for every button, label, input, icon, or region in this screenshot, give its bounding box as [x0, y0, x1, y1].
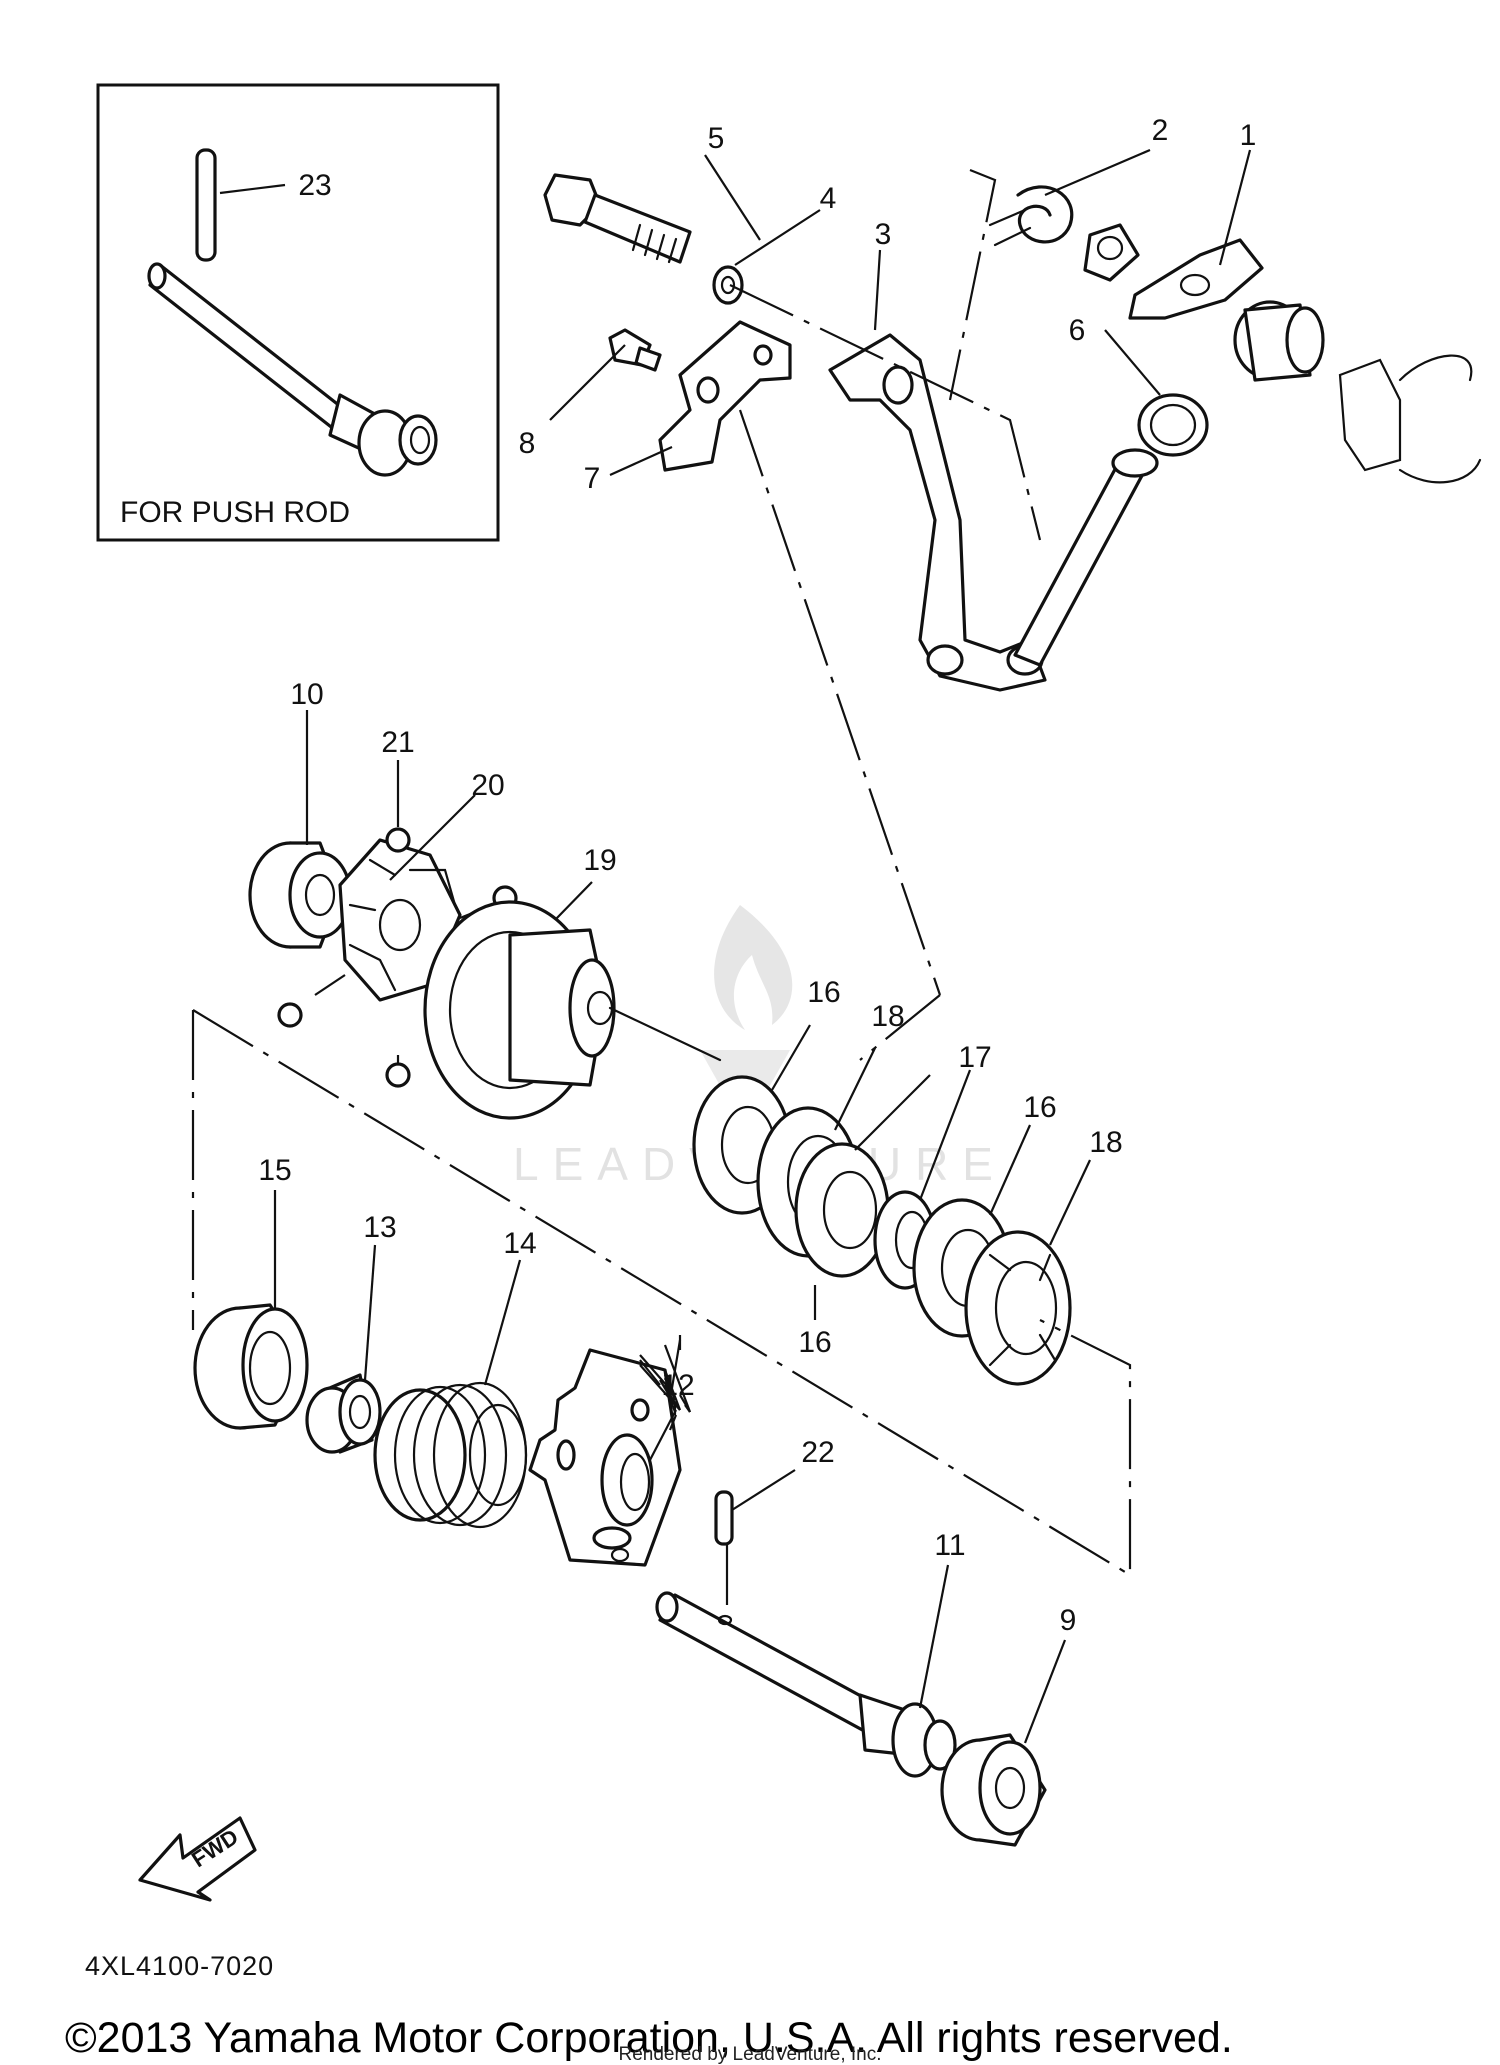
callout-2: 2 — [1152, 114, 1169, 147]
callout-15: 15 — [258, 1154, 291, 1187]
callout-21: 21 — [381, 726, 414, 759]
callout-1: 1 — [1240, 119, 1257, 152]
callout-22: 22 — [801, 1436, 834, 1469]
callout-6: 6 — [1069, 314, 1086, 347]
rendered-by-text: Rendered by LeadVenture, Inc. — [618, 2044, 881, 2065]
callout-13: 13 — [363, 1211, 396, 1244]
callout-14: 14 — [503, 1227, 536, 1260]
callout-16: 16 — [798, 1326, 831, 1359]
callout-18: 18 — [1089, 1126, 1122, 1159]
inset-caption: FOR PUSH ROD — [120, 496, 350, 529]
callout-4: 4 — [820, 182, 837, 215]
callout-8: 8 — [519, 427, 536, 460]
upper-assembly — [543, 148, 1482, 996]
callout-20: 20 — [471, 769, 504, 802]
middle-assembly — [191, 710, 1132, 1577]
callout-23: 23 — [298, 169, 331, 202]
callout-12: 12 — [661, 1369, 694, 1402]
callout-16: 16 — [807, 976, 840, 1009]
lower-assembly — [193, 1190, 1067, 1847]
callout-11: 11 — [934, 1529, 965, 1562]
fwd-arrow-icon: FWD — [138, 1816, 257, 1902]
callout-17: 17 — [958, 1041, 991, 1074]
callout-10: 10 — [290, 678, 323, 711]
callout-19: 19 — [583, 844, 616, 877]
inset-push-rod: 23 FOR PUSH ROD — [96, 83, 500, 542]
callout-9: 9 — [1060, 1604, 1077, 1637]
callout-3: 3 — [875, 218, 892, 251]
callout-5: 5 — [708, 122, 725, 155]
callout-16: 16 — [1023, 1091, 1056, 1124]
diagram-code: 4XL4100-7020 — [85, 1951, 274, 1981]
callout-18: 18 — [871, 1000, 904, 1033]
copyright-text: ©2013 Yamaha Motor Corporation, U.S.A. A… — [65, 2014, 1233, 2062]
callout-7: 7 — [584, 462, 601, 495]
